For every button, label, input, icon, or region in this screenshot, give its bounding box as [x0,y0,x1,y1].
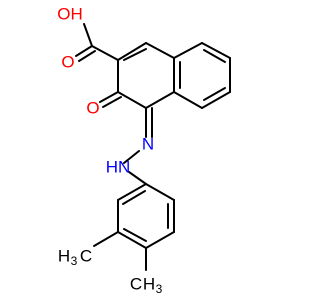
svg-text:H: H [58,246,70,265]
svg-text:H: H [143,274,155,293]
label-hydroxyl: OH [57,4,83,23]
atom-labels: OH O O N HN H 3 C C H 3 [57,4,162,296]
svg-text:3: 3 [71,254,78,268]
bond-ring1-c2-c1 [117,42,147,61]
bond-ring2-c8-c7-double [203,49,226,63]
label-ring-carbonyl-o: O [86,98,99,117]
bond-ketone-b [102,96,122,108]
label-methyl-left: H 3 C [58,246,92,268]
label-methyl-bottom: C H 3 [130,274,163,296]
bond-n-nh [123,150,140,164]
bond-ring1-c1-c8a [145,42,175,59]
bond-ketone-a [99,91,119,103]
svg-text:C: C [80,246,92,265]
bond-ring1-c2-c1-double [123,48,147,61]
bond-ring2-c5-c4a [173,91,203,109]
svg-text:3: 3 [156,282,163,296]
bond-acid-c-oh [83,23,93,47]
bond-ring2-c6-c5-double [203,87,226,101]
bond-ring3-c4-c5 [145,231,175,249]
label-hydrazo-nh: HN [106,157,131,176]
bond-ring1-c4-c3 [117,91,147,109]
bond-ring2-c6-c5 [201,91,231,109]
bond-ring1-c4a-c4 [145,91,175,109]
bond-ring3-c1-c2 [117,183,147,201]
bond-methyl-left [93,231,119,247]
bond-acid-c-ring [91,45,119,61]
bond-nh-aryl [128,171,147,185]
molecule-structure-diagram: OH O O N HN H 3 C C H 3 [57,4,231,296]
bond-ring3-c6-c1 [145,183,175,201]
bond-acid-c-o-double-b [78,50,96,62]
label-azo-n: N [142,134,154,153]
structure-canvas: OH O O N HN H 3 C C H 3 [57,4,231,296]
bond-ring2-c8-c7 [201,42,231,59]
bond-ring3-c3-c4-double [123,228,147,242]
bond-ring3-c1-c2-double [122,190,146,205]
svg-text:C: C [130,274,142,293]
bond-ring3-c3-c4 [117,231,147,249]
label-acid-carbonyl-o: O [61,52,74,71]
bond-ring2-c8a-c8 [173,42,203,59]
bonds [75,23,231,271]
bond-acid-c-o-double-a [75,45,93,57]
